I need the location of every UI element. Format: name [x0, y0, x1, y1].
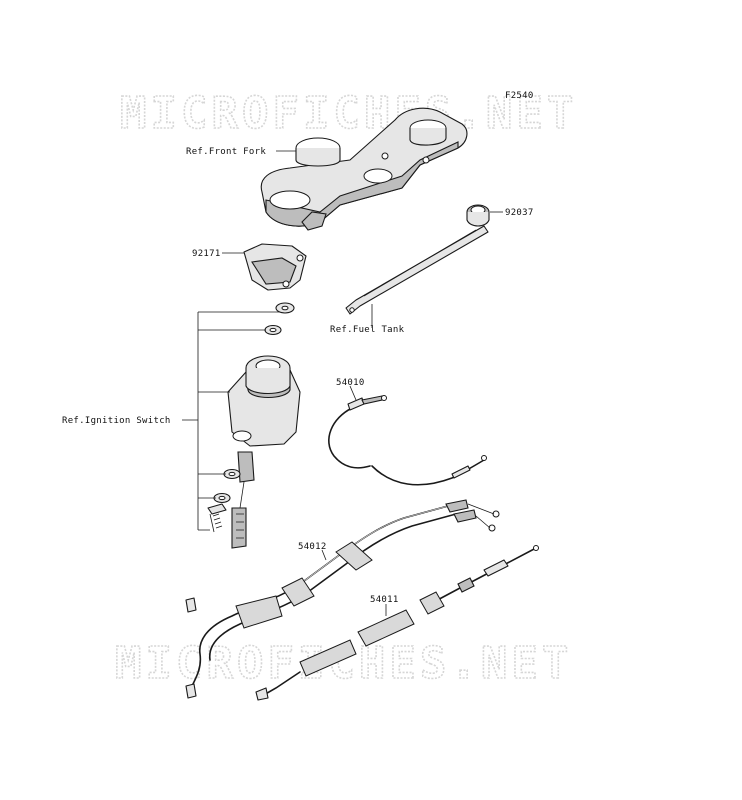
label-front-fork: Ref.Front Fork	[186, 147, 266, 157]
label-92037: 92037	[505, 208, 534, 218]
label-fuel-tank: Ref.Fuel Tank	[330, 325, 405, 335]
cable-54011	[255, 545, 539, 701]
label-54012: 54012	[298, 542, 327, 552]
label-54010: 54010	[336, 378, 365, 388]
label-92171: 92171	[192, 249, 221, 259]
fuel-tank-strap	[345, 225, 489, 315]
bolt	[207, 503, 227, 533]
leader-54010	[349, 385, 357, 401]
washer-4	[213, 492, 231, 504]
bracket-92171	[243, 243, 307, 291]
washer-1	[275, 302, 295, 314]
cable-54012	[185, 499, 500, 699]
watermark-top: MICROFICHES.NET	[120, 88, 577, 139]
cable-54010	[328, 395, 487, 486]
grommet-92037	[466, 204, 490, 227]
leader-54012	[321, 549, 327, 561]
label-54011: 54011	[370, 595, 399, 605]
diagram-code: F2540	[505, 91, 534, 101]
upper-triple-clamp	[260, 107, 468, 231]
label-ignition-switch: Ref.Ignition Switch	[62, 416, 171, 426]
washer-2	[264, 324, 282, 336]
leader-ignition-switch	[182, 311, 280, 531]
ignition-switch	[227, 355, 301, 549]
washer-3	[223, 468, 241, 480]
